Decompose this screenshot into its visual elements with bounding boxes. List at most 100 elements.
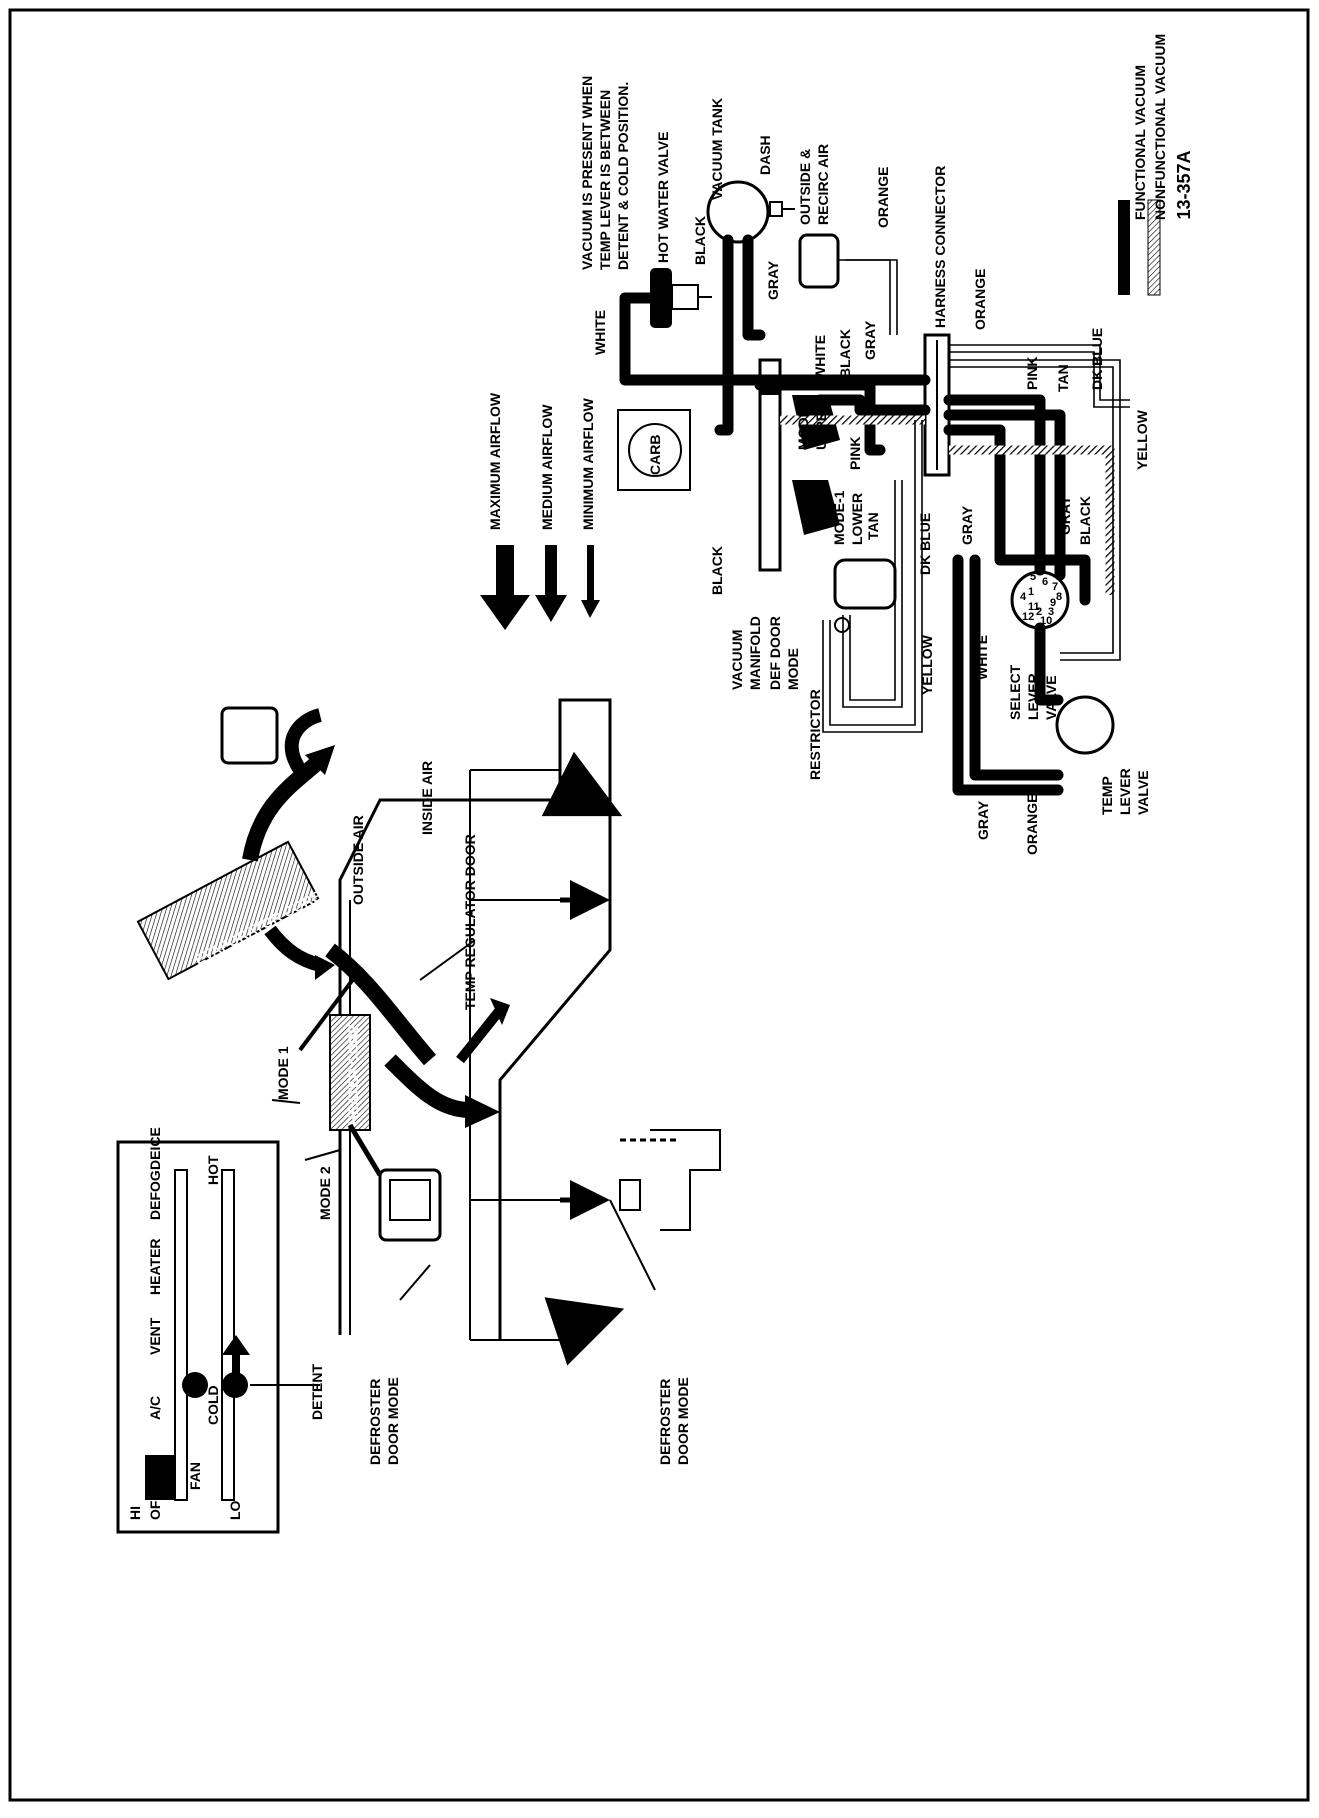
hose-label-gray-3: GRAY (959, 505, 975, 545)
hose-label-gray-4: GRAY (1057, 495, 1073, 535)
panel-mode-heater: HEATER (147, 1238, 163, 1295)
note-line-2: TEMP LEVER IS BETWEEN (597, 90, 613, 270)
temp-slider-track (221, 1169, 235, 1501)
carb-label: CARB (647, 435, 663, 475)
vacuum-manifold-label-1: VACUUM (729, 630, 745, 690)
hose-dkblue-def (849, 480, 896, 701)
hose-black-nonfunc-out (949, 445, 1115, 595)
legend-functional-swatch (1118, 200, 1130, 295)
heater-core-label: HEATER CORE (345, 1024, 361, 1125)
med-airflow-head (535, 595, 567, 622)
heater-core (329, 1014, 371, 1131)
hose-label-dkblue-2: DK BLUE (917, 513, 933, 575)
minimum-airflow-label: MINIMUM AIRFLOW (580, 398, 596, 530)
hose-label-black-4: BLACK (1077, 496, 1093, 545)
panel-mode-off: OFF (147, 1492, 163, 1520)
hose-label-orange-1: ORANGE (875, 167, 891, 228)
hose-orange-temp (1034, 622, 1064, 706)
figure-id: 13-357A (1174, 150, 1194, 219)
outside-recirc-actuator (798, 233, 840, 289)
legend-nonfunctional-label: NONFUNCTIONAL VACUUM (1152, 34, 1168, 220)
hose-label-black-2: BLACK (837, 329, 853, 378)
defroster-label-3: DEFROSTER (657, 1379, 673, 1465)
temp-regulator-door-label: TEMP REGULATOR DOOR (462, 834, 478, 1010)
port-10: 10 (1040, 615, 1052, 627)
legend-functional-label: FUNCTIONAL VACUUM (1132, 65, 1148, 220)
blower-motor (378, 1168, 442, 1242)
temp-valve-label-1: TEMP (1099, 776, 1115, 815)
hvac-duct (338, 698, 612, 1340)
vacuum-manifold (758, 358, 782, 572)
airflow-arrow-main (325, 943, 437, 1066)
port-1: 1 (1028, 586, 1034, 598)
page-border (8, 8, 1310, 1802)
carb-circle (628, 423, 682, 477)
port-6: 6 (1042, 576, 1048, 588)
dash-fitting (769, 201, 783, 217)
min-airflow-shaft (587, 545, 594, 600)
panel-hi-label: HI (127, 1506, 143, 1520)
hose-tan-out (943, 409, 1066, 581)
hose-gray-tank (742, 234, 766, 341)
legend-nonfunctional-swatch (1147, 199, 1161, 296)
note-line-3: DETENT & COLD POSITION. (615, 82, 631, 270)
airflow-arrow-upper (456, 1006, 504, 1064)
defroster-label-4: DOOR MODE (675, 1377, 691, 1465)
hose-black (714, 234, 734, 436)
def-door-label-2: MODE (785, 648, 801, 690)
port-11: 11 (1028, 601, 1040, 613)
restrictor-label: RESTRICTOR (807, 689, 823, 780)
hose-label-white-3: WHITE (974, 635, 990, 680)
note-line-1: VACUUM IS PRESENT WHEN (579, 76, 595, 270)
port-7: 7 (1052, 581, 1058, 593)
panel-mode-defog: DEFOG (147, 1170, 163, 1220)
dash-label: DASH (757, 135, 773, 175)
mode-lever-knob (182, 1372, 208, 1398)
outlet-duct-4 (470, 1320, 561, 1341)
hose-label-white-2: WHITE (812, 335, 828, 380)
mode-slider-track (174, 1169, 188, 1501)
hose-label-gray-5: GRAY (975, 800, 991, 840)
temp-regulator-door (298, 968, 362, 1052)
min-airflow-head (581, 600, 600, 618)
defroster-label-2: DOOR MODE (385, 1377, 401, 1465)
port-4: 4 (1020, 591, 1027, 603)
port-12: 12 (1022, 611, 1034, 623)
defroster-detail (650, 1129, 721, 1231)
temp-lever-valve (1055, 695, 1115, 755)
outside-air-motor (220, 706, 279, 765)
panel-hot-label: HOT (205, 1155, 221, 1185)
hose-gray-temp (952, 554, 1064, 796)
inside-air-label: INSIDE AIR (419, 761, 435, 835)
hose-yellow (949, 359, 1121, 661)
evaporator-core (136, 840, 320, 981)
hose-label-tan-2: TAN (865, 512, 881, 540)
hose-label-yellow-2: YELLOW (919, 634, 935, 695)
outlet-duct-1 (470, 769, 561, 790)
hose-label-gray-1: GRAY (765, 260, 781, 300)
control-panel-frame (116, 1140, 280, 1534)
hose-label-black-3: BLACK (709, 546, 725, 595)
control-panel (116, 1140, 320, 1534)
mode2-label-2: UPPER (813, 402, 829, 450)
port-8: 8 (1056, 591, 1062, 603)
mode2-label-1: MODE 2 (795, 396, 811, 450)
mode1-actuator (792, 480, 840, 535)
detent-label: DETENT (309, 1364, 325, 1420)
port-2: 2 (1036, 606, 1042, 618)
mode-door (347, 1123, 383, 1177)
harness-connector-label: HARNESS CONNECTOR (932, 166, 948, 328)
hose-pink (814, 394, 931, 416)
hose-label-dkblue-1: DK BLUE (1089, 328, 1105, 390)
hose-label-pink-2: PINK (847, 437, 863, 470)
def-door-actuator (833, 558, 897, 610)
panel-mode-vent: VENT (147, 1317, 163, 1355)
select-valve-label-1: SELECT (1007, 664, 1023, 720)
water-valve-label: HOT WATER VALVE (655, 132, 671, 263)
airflow-arrow-inside (284, 708, 323, 774)
select-valve-label-2: LEVER (1025, 673, 1041, 720)
airflow-arrow-mix (384, 1054, 471, 1118)
airflow-diagram (136, 698, 721, 1366)
med-airflow-shaft (545, 545, 557, 595)
